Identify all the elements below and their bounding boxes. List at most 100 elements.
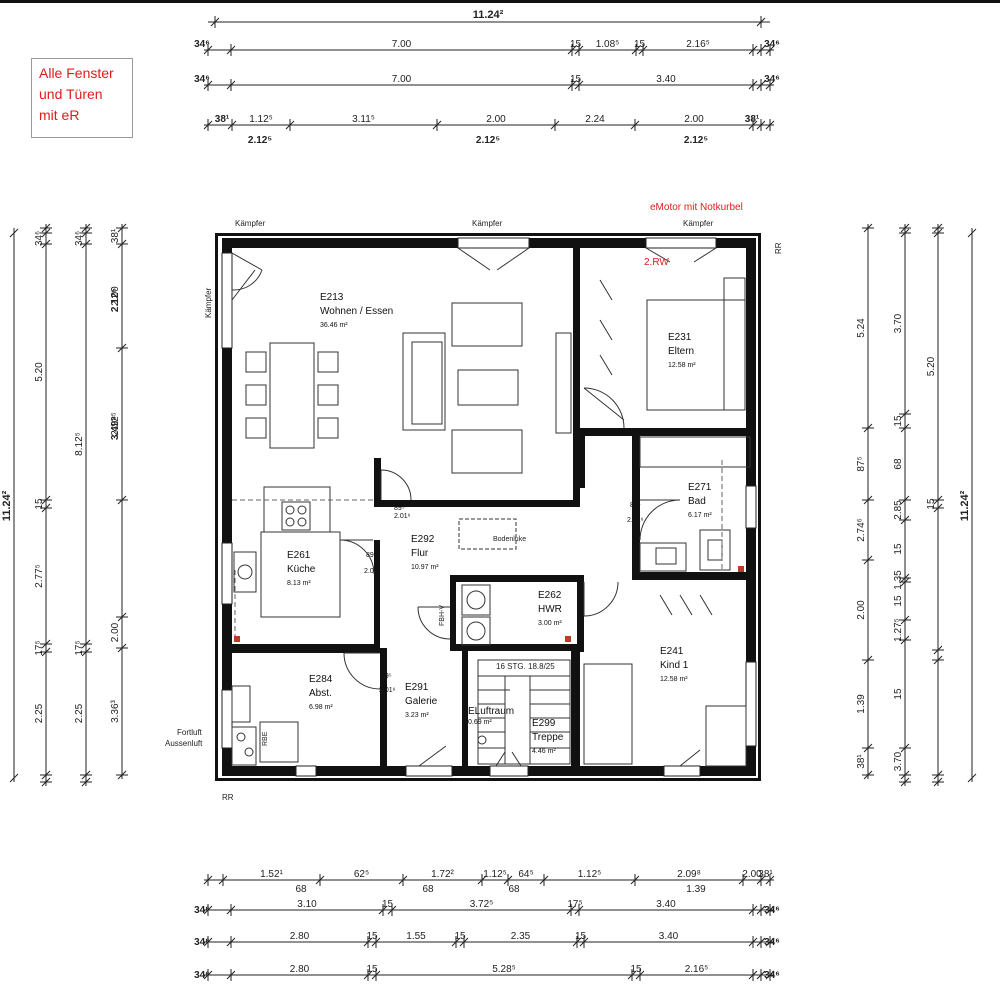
bottom-row3-left: 34⁶ bbox=[194, 937, 210, 948]
top-border bbox=[0, 0, 1000, 3]
right-col2-label: 2.85 bbox=[893, 500, 904, 520]
top-total-label: 11.24² bbox=[473, 9, 504, 21]
door-labels: 89⁵ 2.01⁶ 89⁵ 2.01⁶ 89⁵ 2.01⁶ 89⁵ 2.01⁶ bbox=[364, 502, 644, 694]
bottom-row3-label: 3.40 bbox=[659, 931, 679, 942]
top-row1-left: 34⁶ bbox=[194, 39, 210, 50]
dimension-lines bbox=[9, 16, 977, 981]
bottom-row3-label: 15 bbox=[366, 931, 378, 942]
door-label-h-1: 2.01⁶ bbox=[394, 513, 411, 520]
bottom-row1-label: 1.12⁵ bbox=[578, 869, 602, 880]
bottom-row1-label: 62⁵ bbox=[354, 869, 369, 880]
left-col3-label: 38¹ bbox=[110, 228, 121, 243]
bottom-row2-label: 3.40 bbox=[656, 899, 676, 910]
bodenluke-label: Bodenluke bbox=[493, 536, 526, 543]
bottom-row1-label: 2.09⁸ bbox=[677, 869, 701, 880]
bottom-row3-right: 34⁶ bbox=[764, 937, 780, 948]
room-id: E291 bbox=[405, 682, 429, 693]
right-col2-label: 68 bbox=[893, 458, 904, 470]
door-label-h-2: 2.01⁶ bbox=[364, 568, 381, 575]
door-label-h-3: 2.01⁶ bbox=[627, 517, 644, 524]
room-id: E292 bbox=[411, 534, 435, 545]
luftraum-area: 0.69 m² bbox=[468, 719, 492, 726]
right-col2-label: 15 bbox=[893, 595, 904, 607]
top-row1-label: 15 bbox=[634, 39, 646, 50]
right-col2-label: 15 bbox=[893, 543, 904, 555]
room-area: 8.13 m² bbox=[287, 580, 311, 587]
bottom-row3-label: 15 bbox=[454, 931, 466, 942]
room-id: E262 bbox=[538, 590, 562, 601]
right-col2-label: 1.27⁵ bbox=[893, 618, 904, 642]
top-row3-sub-3: 2.12⁵ bbox=[684, 135, 708, 146]
right-col2-label: 3.70 bbox=[893, 751, 904, 771]
t bbox=[967, 228, 977, 238]
room-name: Abst. bbox=[309, 688, 332, 699]
bottom-row4-label: 2.16⁵ bbox=[685, 964, 709, 975]
right-col1-label: 38¹ bbox=[856, 754, 867, 769]
bottom-row1-label: 64⁵ bbox=[518, 869, 533, 880]
t bbox=[9, 773, 19, 783]
stair-label: 16 STG. 18.8/25 bbox=[496, 662, 555, 671]
bottom-row1-sublabel: 68 bbox=[508, 884, 520, 895]
left-col2-label: 17⁵ bbox=[74, 640, 85, 655]
top-row3-sub-2: 2.12⁵ bbox=[476, 135, 500, 146]
top-row3-label: 2.24 bbox=[585, 114, 605, 125]
left-col3-label: 3.36³ bbox=[110, 699, 121, 722]
bottom-row3-label: 2.80 bbox=[290, 931, 310, 942]
bottom-row4-right: 34⁶ bbox=[764, 970, 780, 981]
note-line-3: mit eR bbox=[39, 107, 80, 123]
kaempfer-label-4: Kämpfer bbox=[204, 287, 213, 318]
left-col3-label: 2.00 bbox=[110, 286, 121, 306]
windows bbox=[221, 237, 757, 777]
top-row1-label: 2.16⁵ bbox=[686, 39, 710, 50]
bottom-row1-label: 1.12⁵ bbox=[483, 869, 507, 880]
room-area: 12.58 m² bbox=[660, 676, 688, 683]
luftraum-label: ELuftraum bbox=[468, 706, 514, 717]
left-col1-label: 17⁵ bbox=[34, 640, 45, 655]
bottom-row4-label: 15 bbox=[366, 964, 378, 975]
door-label-w-2: 89⁵ bbox=[366, 552, 377, 559]
room-area: 12.58 m² bbox=[668, 362, 696, 369]
left-col3-label-b: 3.49⁸ bbox=[110, 416, 121, 440]
door-label-w-4: 89⁵ bbox=[381, 673, 392, 680]
top-row3-label: 1.12⁵ bbox=[249, 114, 273, 125]
top-row3-sub-1: 2.12⁵ bbox=[248, 135, 272, 146]
rr-label-bottom: RR bbox=[222, 793, 234, 802]
bottom-row1-label: 1.72² bbox=[431, 869, 454, 880]
bottom-row3-label: 15 bbox=[575, 931, 587, 942]
room-area: 6.98 m² bbox=[309, 704, 333, 711]
top-row2-label: 3.40 bbox=[656, 74, 676, 85]
emotor-label: eMotor mit Notkurbel bbox=[650, 202, 743, 213]
right-col1-label: 87⁵ bbox=[856, 456, 867, 471]
bottom-row4-label: 5.28⁵ bbox=[492, 964, 516, 975]
top-row1-label: 15 bbox=[570, 39, 582, 50]
right-col2-label: 15 bbox=[893, 415, 904, 427]
room-id: E231 bbox=[668, 332, 692, 343]
top-row2-left: 34⁶ bbox=[194, 74, 210, 85]
right-col1-label: 2.00 bbox=[856, 600, 867, 620]
aussenluft-label: Aussenluft bbox=[165, 739, 203, 748]
bottom-row1-label: 38¹ bbox=[758, 869, 773, 880]
room-name: Wohnen / Essen bbox=[320, 306, 393, 317]
room-area: 6.17 m² bbox=[688, 512, 712, 519]
t bbox=[967, 773, 977, 783]
room-name: HWR bbox=[538, 604, 562, 615]
room-area: 36.46 m² bbox=[320, 322, 348, 329]
bottom-row2-label: 3.72⁵ bbox=[470, 899, 494, 910]
right-col3-label: 15 bbox=[926, 498, 937, 510]
left-col2-label: 8.12⁵ bbox=[74, 432, 85, 456]
room-id: E299 bbox=[532, 718, 556, 729]
left-col3-label-c: 2.12⁵ bbox=[110, 288, 121, 312]
top-row1-label: 1.08⁵ bbox=[596, 39, 620, 50]
rr-label-top: RR bbox=[774, 242, 783, 254]
right-col3-label: 5.20 bbox=[926, 356, 937, 376]
right-total-label: 11.24² bbox=[959, 490, 971, 521]
